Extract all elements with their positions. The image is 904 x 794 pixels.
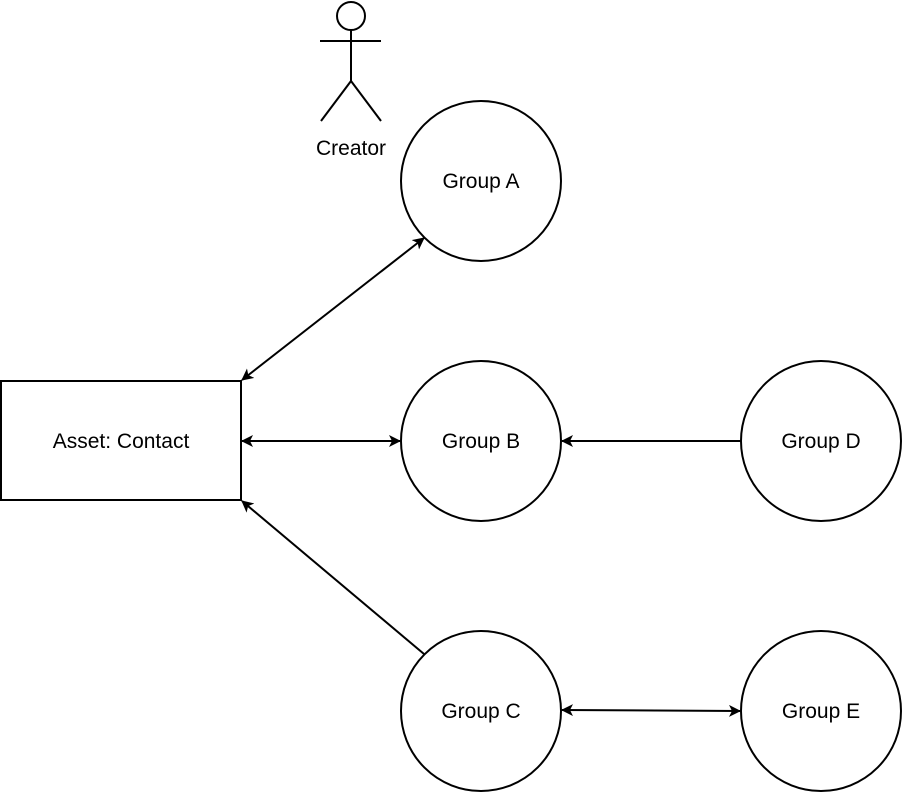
creator-actor: Creator	[316, 1, 386, 160]
group-c-label: Group C	[441, 700, 520, 723]
creator-label: Creator	[316, 137, 386, 160]
group-c-node: Group C	[400, 630, 562, 792]
group-b-node: Group B	[400, 360, 562, 522]
asset-contact-label: Asset: Contact	[53, 430, 190, 453]
asset-contact-node: Asset: Contact	[0, 380, 242, 501]
group-e-label: Group E	[782, 700, 860, 723]
group-e-node: Group E	[740, 630, 902, 792]
edge-group-c-asset	[241, 500, 425, 655]
group-b-label: Group B	[442, 430, 520, 453]
stick-figure-actor-icon	[320, 1, 382, 122]
group-d-label: Group D	[781, 430, 860, 453]
edge-asset-group-a	[241, 237, 425, 381]
group-a-label: Group A	[442, 170, 519, 193]
group-a-node: Group A	[400, 100, 562, 262]
edge-group-c-group-e	[561, 704, 741, 717]
group-d-node: Group D	[740, 360, 902, 522]
